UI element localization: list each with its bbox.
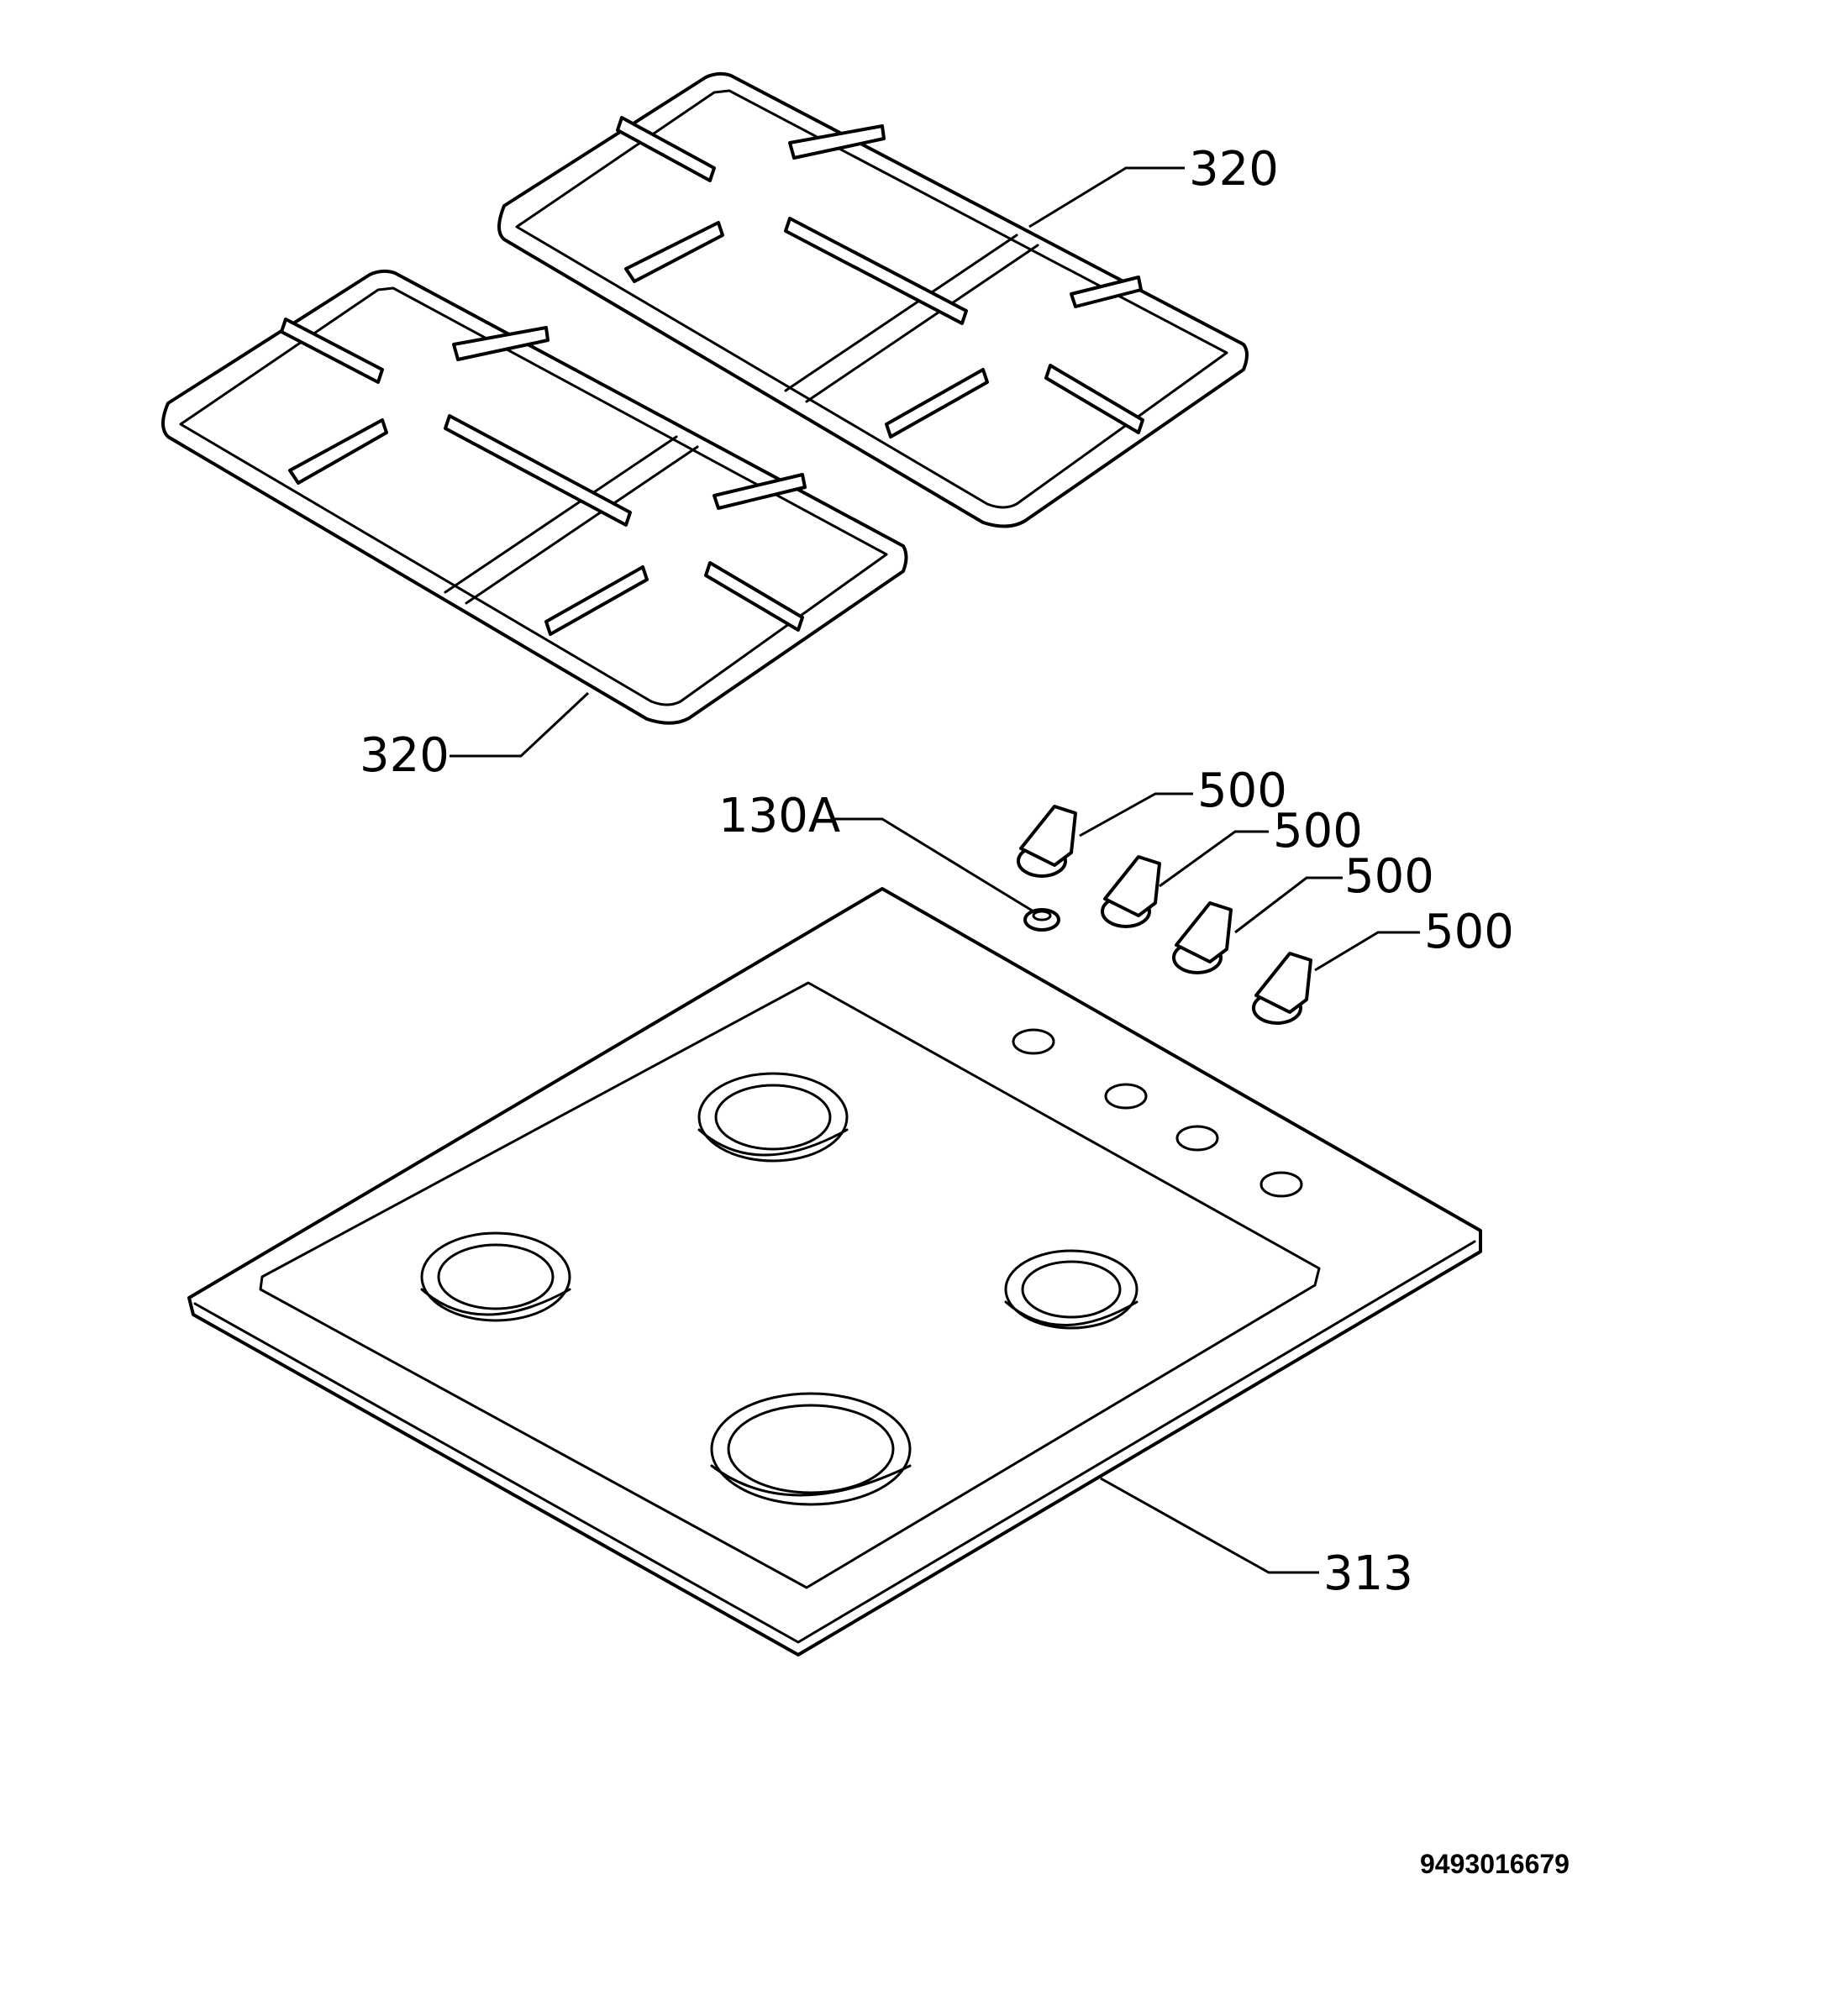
callout-grid-top: 320: [1189, 142, 1279, 197]
document-id: 9493016679: [1420, 1849, 1570, 1879]
burner-left: [420, 1231, 571, 1322]
leader-lines: [450, 166, 1420, 1574]
pan-support-grid-left: [161, 269, 908, 725]
callout-grid-left: 320: [360, 728, 450, 783]
callout-knob-4: 500: [1424, 905, 1514, 959]
burner-front: [710, 1392, 912, 1506]
burner-openings: [420, 1072, 1138, 1506]
callout-knob-3: 500: [1344, 849, 1434, 904]
callout-gasket: 130A: [718, 789, 840, 843]
pan-support-grid-right: [497, 71, 1249, 528]
callout-knob-1: 500: [1197, 764, 1287, 818]
callout-hob-top: 313: [1323, 1546, 1413, 1601]
gasket-130a: [1023, 908, 1060, 932]
burner-right: [1004, 1249, 1138, 1330]
burner-rear: [697, 1072, 849, 1163]
callout-knob-2: 500: [1273, 804, 1363, 858]
control-knob-2: [1101, 855, 1161, 928]
hob-top-plate: [187, 887, 1482, 1656]
control-knob-4: [1252, 952, 1312, 1025]
knob-holes: [1012, 1028, 1303, 1198]
control-knob-3: [1172, 901, 1233, 974]
control-knob-1: [1017, 805, 1077, 878]
